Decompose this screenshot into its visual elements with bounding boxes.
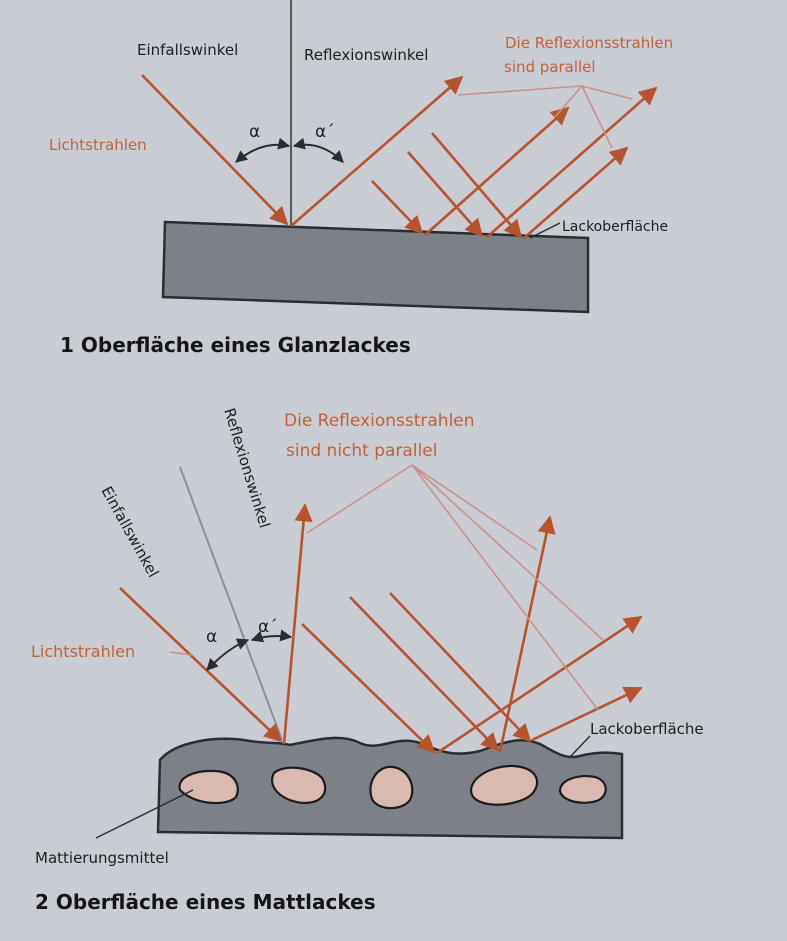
label-lichtstrahlen-1: Lichtstrahlen bbox=[49, 136, 147, 154]
label-lichtstrahlen-2: Lichtstrahlen bbox=[31, 642, 135, 661]
incident-ray-m3 bbox=[349, 596, 500, 752]
reflected-ray-m2 bbox=[498, 515, 556, 753]
figure-1-caption: 1 Oberfläche eines Glanzlackes bbox=[60, 333, 411, 357]
label-reflexionswinkel-1: Reflexionswinkel bbox=[304, 46, 428, 64]
label-reflexionsstrahlen-2a: Die Reflexionsstrahlen bbox=[284, 411, 475, 431]
angle-alpha-arc bbox=[235, 137, 291, 163]
incident-ray-4 bbox=[431, 132, 523, 239]
pointer-surface-2 bbox=[568, 735, 591, 759]
label-alpha-prime-1: α´ bbox=[315, 122, 335, 142]
reflected-ray-3 bbox=[486, 86, 658, 238]
pointer-lichtstrahlen-2 bbox=[169, 651, 193, 656]
label-alpha-1: α bbox=[249, 122, 260, 142]
incident-ray-3 bbox=[407, 151, 484, 238]
pointer-line-1 bbox=[457, 85, 583, 96]
figure-1-glossy: Einfallswinkel Reflexionswinkel Die Refl… bbox=[49, 0, 673, 314]
pointer-mattierungsmittel bbox=[95, 789, 194, 839]
reflected-ray-4 bbox=[523, 146, 629, 239]
pointer-line-3 bbox=[554, 85, 583, 118]
incident-ray bbox=[141, 74, 289, 226]
matting-particle-4 bbox=[469, 764, 539, 806]
angle-alpha-arc-2 bbox=[206, 638, 250, 671]
glossy-paint-slab bbox=[161, 220, 590, 314]
incident-ray-m1 bbox=[119, 587, 283, 743]
incident-ray-m4 bbox=[389, 592, 532, 743]
matting-particle-2 bbox=[271, 766, 327, 805]
label-einfallswinkel-1: Einfallswinkel bbox=[137, 41, 238, 59]
reflected-ray-m3 bbox=[436, 615, 643, 755]
label-lackoberflaeche-2: Lackoberfläche bbox=[590, 720, 704, 738]
matting-particle-1 bbox=[178, 769, 239, 805]
reflected-ray-2 bbox=[424, 106, 570, 236]
incident-ray-m2 bbox=[301, 623, 436, 754]
label-reflexionsstrahlen-1a: Die Reflexionsstrahlen bbox=[505, 34, 673, 52]
label-lackoberflaeche-1: Lackoberfläche bbox=[562, 219, 668, 235]
pointer-line-4 bbox=[581, 85, 613, 149]
pointer-line-m1 bbox=[306, 464, 413, 534]
label-reflexionswinkel-2: Reflexionswinkel bbox=[220, 406, 274, 530]
pointer-line-m3 bbox=[411, 464, 604, 641]
normal-line-2 bbox=[179, 466, 283, 741]
angle-alpha-prime-arc-2 bbox=[250, 629, 293, 643]
incident-ray-2 bbox=[371, 180, 424, 235]
figure-2-caption: 2 Oberfläche eines Mattlackes bbox=[35, 890, 376, 914]
angle-alpha-prime-arc bbox=[292, 137, 344, 163]
label-reflexionsstrahlen-1b: sind parallel bbox=[504, 58, 596, 76]
pointer-line-2 bbox=[581, 85, 633, 100]
matting-particle-3 bbox=[369, 765, 414, 810]
reflected-ray bbox=[290, 75, 464, 227]
pointer-line-m4 bbox=[411, 464, 599, 711]
reflected-ray-m4 bbox=[531, 686, 643, 742]
label-mattierungsmittel: Mattierungsmittel bbox=[35, 849, 169, 867]
label-alpha-prime-2: α´ bbox=[258, 617, 278, 637]
label-reflexionsstrahlen-2b: sind nicht parallel bbox=[286, 441, 437, 461]
matting-particle-5 bbox=[558, 775, 607, 804]
figure-2-matte: Einfallswinkel Reflexionswinkel Die Refl… bbox=[31, 406, 704, 867]
label-alpha-2: α bbox=[206, 627, 217, 647]
label-einfallswinkel-2: Einfallswinkel bbox=[98, 483, 163, 580]
pointer-line-m2 bbox=[411, 464, 538, 551]
pointer-surface bbox=[529, 222, 561, 239]
reflected-ray-m1 bbox=[282, 503, 313, 745]
